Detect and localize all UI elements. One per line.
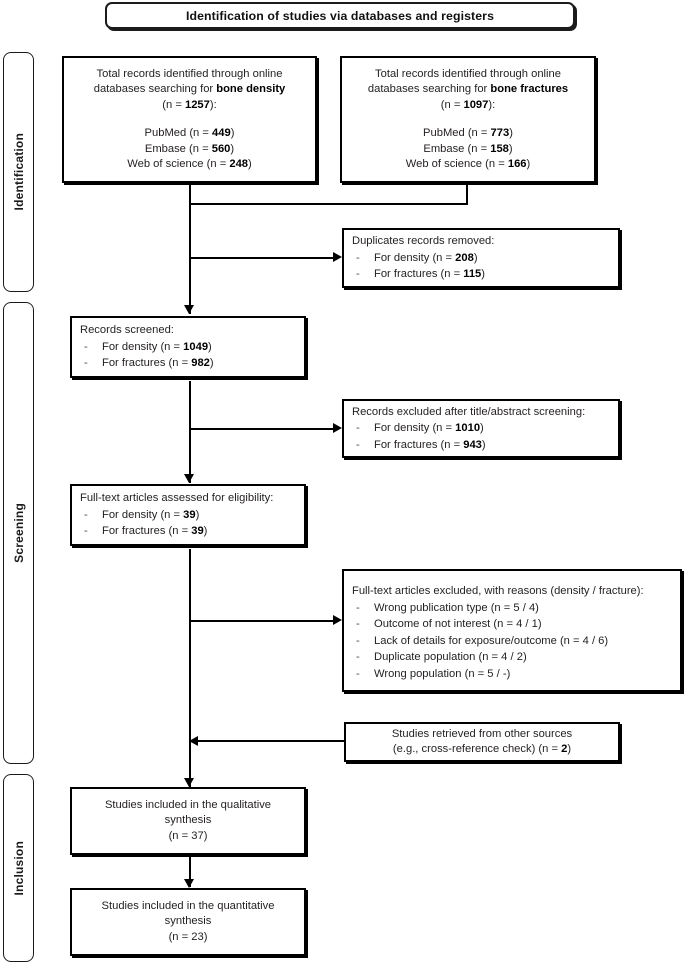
fractures-line-2: databases searching for bone fractures xyxy=(367,83,569,95)
duplicates-header: Duplicates records removed: xyxy=(352,235,495,248)
box-records-screened: Records screened: For density (n = 1049)… xyxy=(70,316,306,378)
arrow-down-to-fulltext xyxy=(184,474,194,483)
fractures-source-webofscience: Web of science (n = 166) xyxy=(405,158,531,170)
arrow-down-to-screened xyxy=(184,305,194,314)
density-spacer xyxy=(74,113,305,126)
connector-to-duplicates xyxy=(189,257,336,259)
reason-item: Outcome of not interest (n = 4 / 1) xyxy=(352,616,680,633)
phase-label-identification: Identification xyxy=(11,133,26,211)
duplicates-item-fractures: For fractures (n = 115) xyxy=(352,266,618,283)
box-fulltext-excluded-reasons: Full-text articles excluded, with reason… xyxy=(342,569,682,692)
connector-to-fulltext-excluded xyxy=(189,620,336,622)
reason-item: Wrong population (n = 5 / -) xyxy=(352,666,680,683)
fulltext-assessed-list: For density (n = 39) For fractures (n = … xyxy=(80,507,304,540)
reason-item: Wrong publication type (n = 5 / 4) xyxy=(352,600,680,617)
quantitative-line-1: Studies included in the quantitative xyxy=(101,899,275,912)
fulltext-assessed-item-density: For density (n = 39) xyxy=(80,507,304,524)
arrow-down-to-quantitative xyxy=(184,879,194,888)
qualitative-line-1: Studies included in the qualitative xyxy=(104,798,272,811)
connector-fractures-stub xyxy=(466,183,468,205)
arrow-right-to-excluded-title-abstract xyxy=(333,423,342,433)
excluded-ta-item-density: For density (n = 1010) xyxy=(352,420,618,437)
phase-rail-screening: Screening xyxy=(3,302,34,764)
fulltext-assessed-header: Full-text articles assessed for eligibil… xyxy=(80,492,274,505)
fractures-spacer xyxy=(352,113,584,126)
duplicates-list: For density (n = 208) For fractures (n =… xyxy=(352,250,618,283)
box-records-fractures: Total records identified through online … xyxy=(340,56,596,183)
phase-rail-identification: Identification xyxy=(3,52,34,292)
arrow-left-from-other-sources xyxy=(189,736,198,746)
diagram-title-banner: Identification of studies via databases … xyxy=(105,2,575,29)
fractures-source-embase: Embase (n = 158) xyxy=(423,142,513,155)
connector-from-other-sources xyxy=(198,740,344,742)
screened-item-density: For density (n = 1049) xyxy=(80,339,304,356)
box-records-density: Total records identified through online … xyxy=(62,56,317,183)
density-line-2: databases searching for bone density xyxy=(93,83,286,95)
density-source-embase: Embase (n = 560) xyxy=(144,142,235,155)
qualitative-line-2: synthesis xyxy=(164,814,212,827)
quantitative-count: (n = 23) xyxy=(168,930,208,943)
fractures-line-3: (n = 1097): xyxy=(440,98,496,111)
arrow-right-to-duplicates xyxy=(333,252,342,262)
connector-fulltext-to-qualitative xyxy=(189,549,191,787)
connector-qualitative-to-quantitative xyxy=(189,856,191,887)
fulltext-excluded-header: Full-text articles excluded, with reason… xyxy=(352,585,644,597)
excluded-ta-header: Records excluded after title/abstract sc… xyxy=(352,405,586,418)
box-records-excluded-title-abstract: Records excluded after title/abstract sc… xyxy=(342,399,620,458)
quantitative-line-2: synthesis xyxy=(164,915,212,928)
other-sources-line-2: (e.g., cross-reference check) (n = 2) xyxy=(392,743,572,755)
qualitative-count: (n = 37) xyxy=(168,829,208,842)
box-quantitative-synthesis: Studies included in the quantitative syn… xyxy=(70,888,306,956)
box-duplicates-removed: Duplicates records removed: For density … xyxy=(342,228,620,288)
box-qualitative-synthesis: Studies included in the qualitative synt… xyxy=(70,787,306,855)
excluded-ta-list: For density (n = 1010) For fractures (n … xyxy=(352,420,618,453)
duplicates-item-density: For density (n = 208) xyxy=(352,250,618,267)
screened-item-fractures: For fractures (n = 982) xyxy=(80,355,304,372)
other-sources-line-1: Studies retrieved from other sources xyxy=(391,727,573,740)
screened-header: Records screened: xyxy=(80,324,174,337)
density-source-webofscience: Web of science (n = 248) xyxy=(127,158,252,170)
phase-label-screening: Screening xyxy=(11,503,26,563)
box-fulltext-assessed: Full-text articles assessed for eligibil… xyxy=(70,484,306,546)
reason-item: Duplicate population (n = 4 / 2) xyxy=(352,649,680,666)
reason-item: Lack of details for exposure/outcome (n … xyxy=(352,633,680,650)
box-other-sources: Studies retrieved from other sources (e.… xyxy=(344,722,620,762)
connector-screened-to-fulltext xyxy=(189,381,191,483)
arrow-right-to-fulltext-excluded xyxy=(333,615,342,625)
fulltext-assessed-item-fractures: For fractures (n = 39) xyxy=(80,523,304,540)
diagram-title-text: Identification of studies via databases … xyxy=(185,8,495,23)
fractures-line-1: Total records identified through online xyxy=(375,67,561,80)
phase-label-inclusion: Inclusion xyxy=(11,840,26,896)
excluded-ta-item-fractures: For fractures (n = 943) xyxy=(352,437,618,454)
connector-density-stub xyxy=(189,183,191,205)
density-line-1: Total records identified through online xyxy=(96,67,283,80)
connector-merge-horizontal xyxy=(189,203,468,205)
connector-to-excluded-title-abstract xyxy=(189,428,336,430)
density-source-pubmed: PubMed (n = 449) xyxy=(144,127,235,139)
arrow-down-to-qualitative xyxy=(184,778,194,787)
screened-list: For density (n = 1049) For fractures (n … xyxy=(80,339,304,372)
density-line-3: (n = 1257): xyxy=(162,98,217,111)
phase-rail-inclusion: Inclusion xyxy=(3,774,34,962)
fulltext-excluded-reason-list: Wrong publication type (n = 5 / 4) Outco… xyxy=(352,600,680,683)
fractures-source-pubmed: PubMed (n = 773) xyxy=(423,127,513,139)
